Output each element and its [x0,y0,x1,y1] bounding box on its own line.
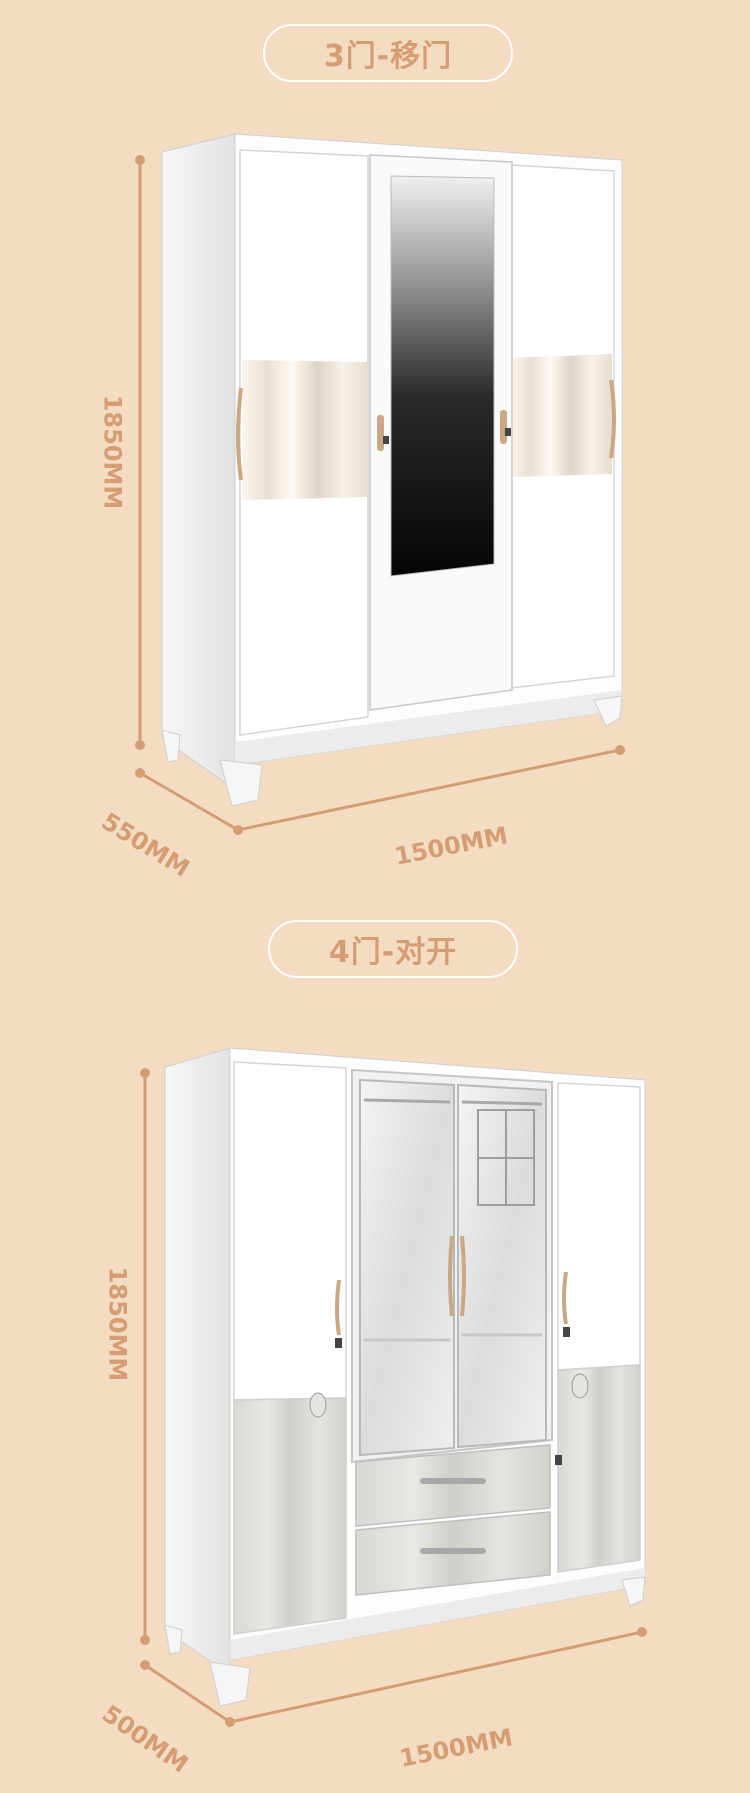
wardrobe2-dimension-lines [140,1068,647,1727]
wardrobe2-height-label: 1850MM [103,1266,132,1382]
section1-title: 3门-移门 [323,39,453,74]
section2-title-badge: 4门-对开 [268,920,518,978]
wardrobe-4-door [164,1047,646,1707]
wardrobe-3-door-sliding [161,133,623,807]
wardrobe1-height-label: 1850MM [98,394,127,510]
section1-title-badge: 3门-移门 [263,24,513,82]
wardrobe1-dimension-lines [135,155,625,835]
section2-title: 4门-对开 [328,935,458,970]
